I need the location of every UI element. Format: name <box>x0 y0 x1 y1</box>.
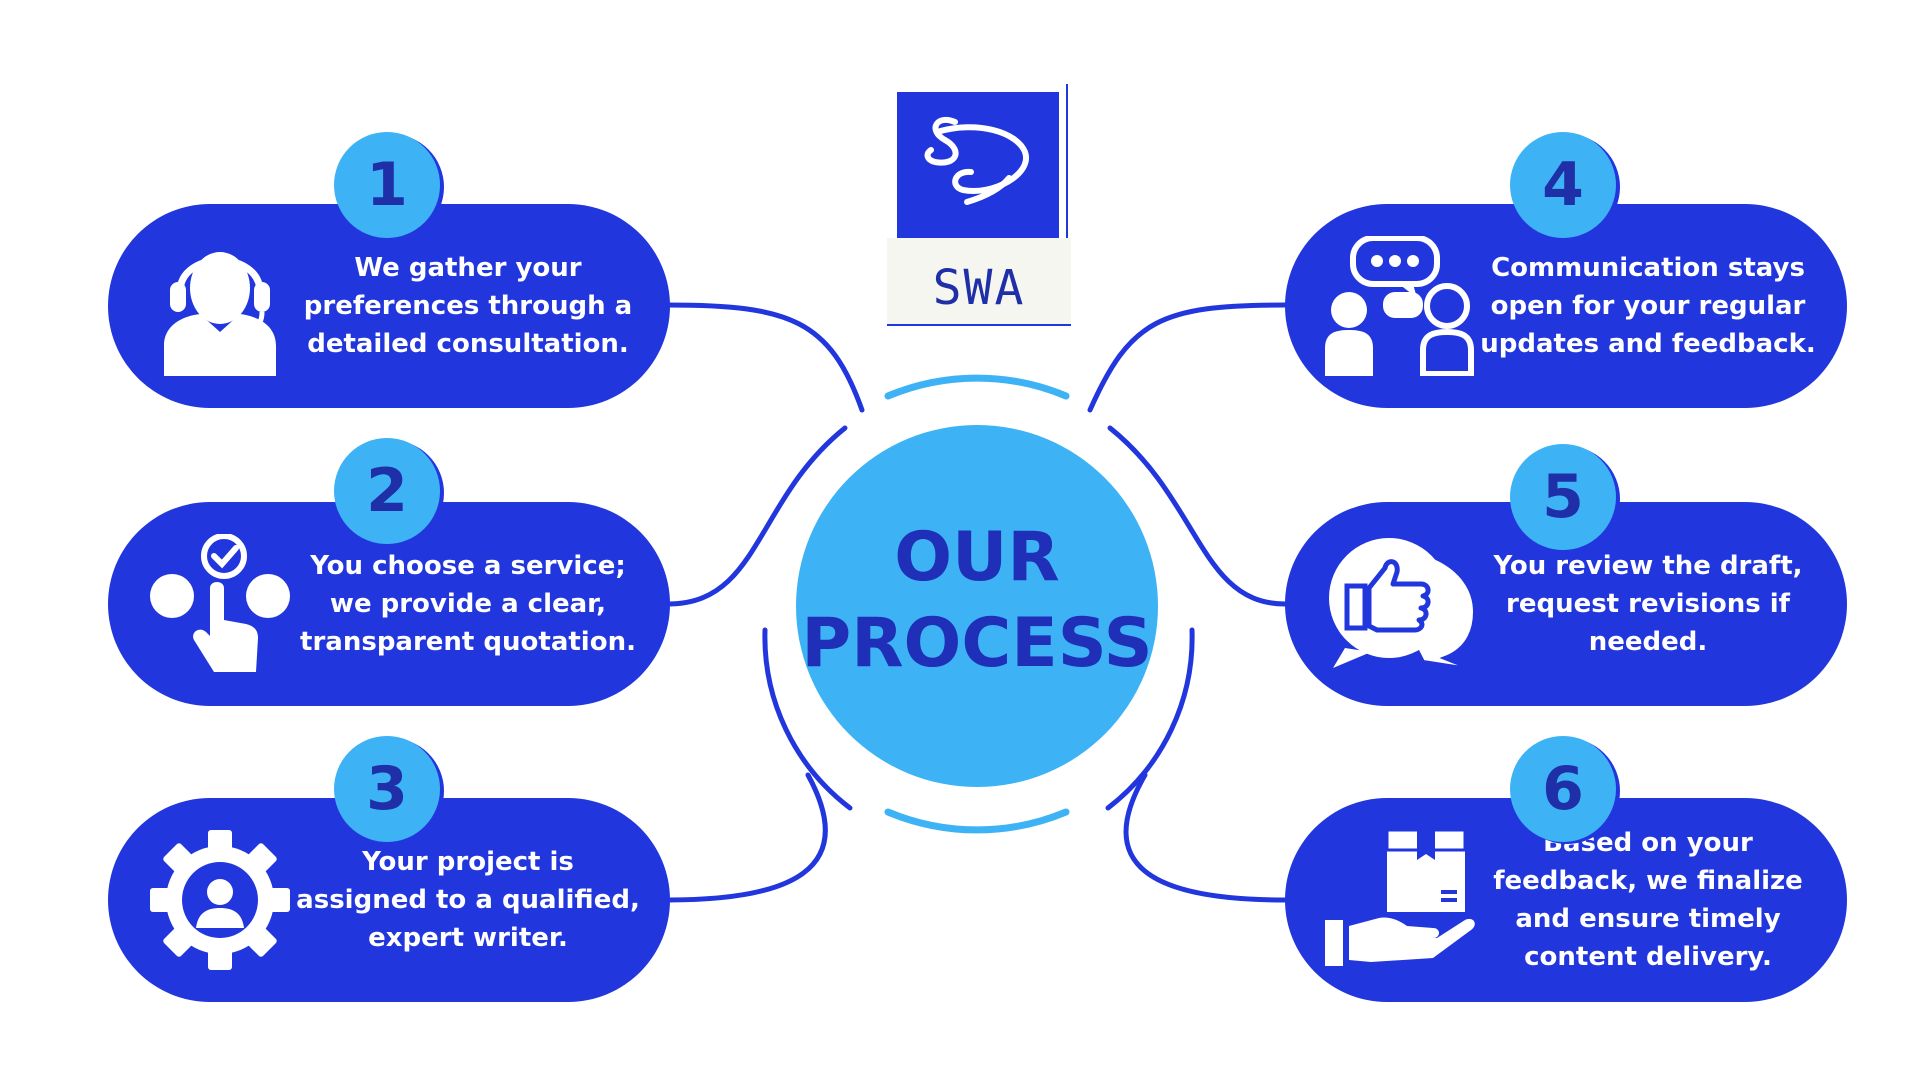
step-4-badge: 4 <box>1510 132 1616 238</box>
center-circle: OUR PROCESS <box>796 425 1158 787</box>
step-1-text: We gather your preferences through a det… <box>303 253 633 359</box>
step-6-text: Based on your feedback, we finalize and … <box>1493 828 1803 972</box>
conversation-icon <box>1325 235 1474 377</box>
step-2-badge: 2 <box>334 438 440 544</box>
step-3-text: Your project is assigned to a qualified,… <box>296 847 640 953</box>
step-6-card: Based on your feedback, we finalize and … <box>1285 798 1847 1002</box>
select-option-icon <box>150 533 290 674</box>
step-4-card: Communication stays open for your regula… <box>1285 204 1847 408</box>
step-6-badge: 6 <box>1510 736 1616 842</box>
gear-person-icon <box>150 830 290 970</box>
logo-divider <box>1066 84 1068 240</box>
step-2-text: You choose a service; we provide a clear… <box>300 551 636 657</box>
signature-monogram-icon <box>924 117 1029 205</box>
customer-support-icon <box>150 236 290 376</box>
brand-logo: SWA <box>887 84 1071 326</box>
monogram-mark <box>897 92 1059 238</box>
step-5-badge: 5 <box>1510 444 1616 550</box>
delivery-hand-icon <box>1325 828 1475 970</box>
center-title-line2: PROCESS <box>801 604 1153 683</box>
brand-name: SWA <box>932 260 1026 316</box>
step-3-badge: 3 <box>334 736 440 842</box>
step-5-text: You review the draft, request revisions … <box>1493 551 1803 657</box>
thumbs-up-chat-icon <box>1325 534 1478 674</box>
step-4-text: Communication stays open for your regula… <box>1480 253 1816 359</box>
step-1-card: We gather your preferences through a det… <box>108 204 670 408</box>
brand-name-box: SWA <box>887 238 1071 326</box>
center-title-line1: OUR <box>894 518 1060 597</box>
step-1-badge: 1 <box>334 132 440 238</box>
